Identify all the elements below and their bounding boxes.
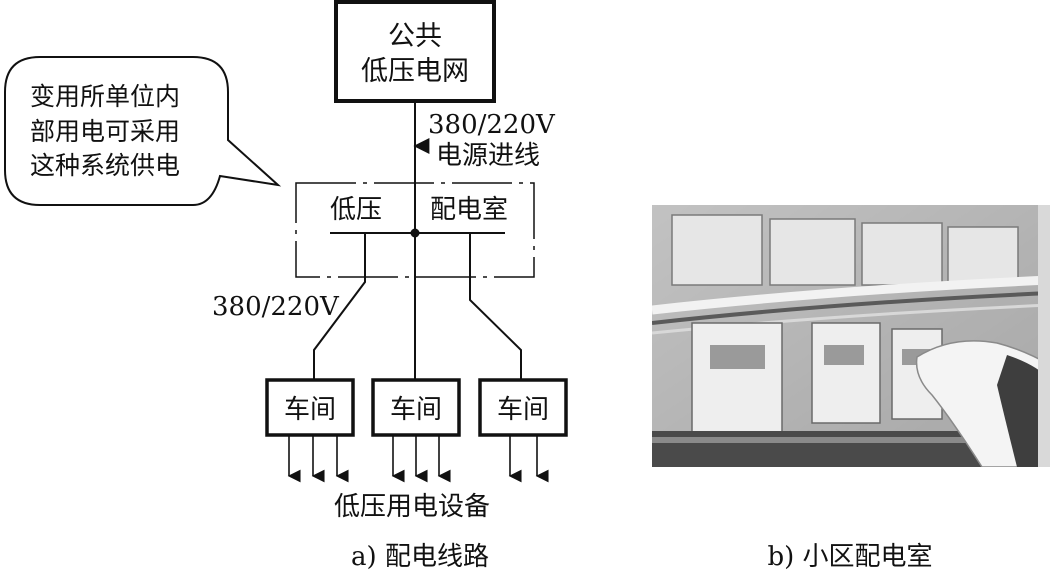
workshop-right: 车间 (478, 378, 568, 437)
feeder-left (313, 233, 366, 380)
workshop-left: 车间 (265, 378, 355, 437)
distribution-room-box: 低压 配电室 (295, 182, 535, 278)
incoming-voltage: 380/220V (428, 110, 556, 140)
workshop-label: 车间 (284, 395, 336, 425)
equipment-label: 低压用电设备 (334, 492, 490, 522)
bus-junction (410, 228, 420, 238)
load-arrows (287, 435, 549, 483)
public-grid-box: 公共 低压电网 (334, 0, 496, 103)
workshop-label: 车间 (390, 395, 442, 425)
incoming-label: 电源进线 (436, 141, 540, 171)
photo-illustration (652, 205, 1050, 467)
workshop-label: 车间 (497, 395, 549, 425)
branch-voltage: 380/220V (212, 292, 340, 322)
feeder-right (469, 233, 522, 380)
callout-line2: 部用电可采用 (30, 117, 180, 146)
caption-a: a) 配电线路 (351, 542, 489, 572)
callout-line1: 变用所单位内 (30, 82, 180, 111)
room-label-right: 配电室 (430, 195, 508, 225)
callout-bubble: 变用所单位内 部用电可采用 这种系统供电 (4, 56, 282, 206)
caption-b: b) 小区配电室 (767, 542, 932, 572)
grid-box-line1: 公共 (388, 21, 442, 52)
room-label-left: 低压 (330, 195, 382, 225)
workshop-middle: 车间 (371, 378, 461, 437)
callout-line3: 这种系统供电 (30, 151, 180, 180)
distribution-room-photo (652, 205, 1050, 467)
grid-box-line2: 低压电网 (361, 56, 469, 87)
